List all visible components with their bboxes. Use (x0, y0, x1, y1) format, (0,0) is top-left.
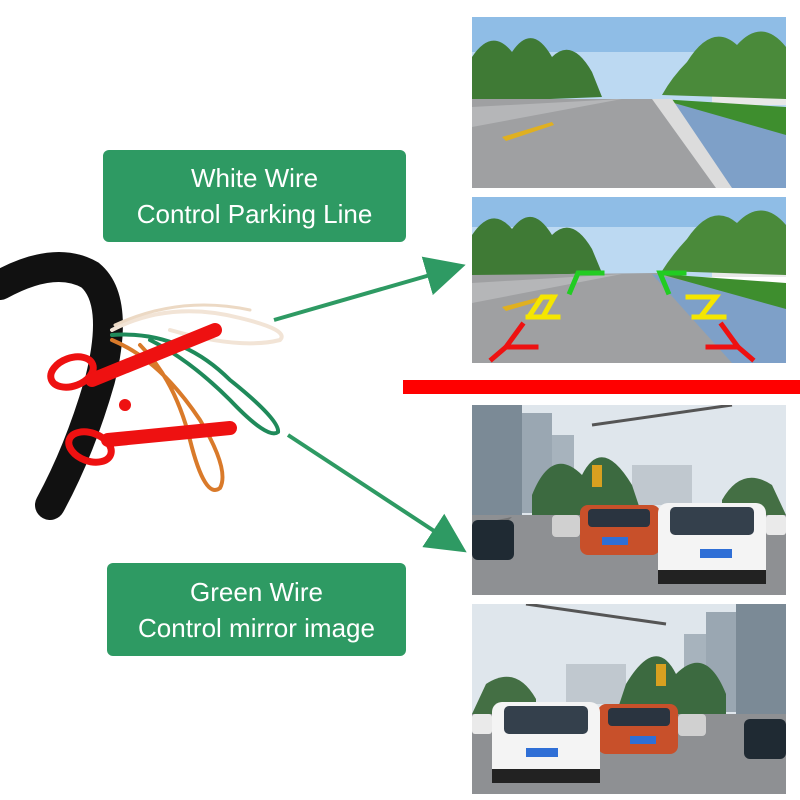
green-wire-function: Control mirror image (138, 612, 375, 643)
wire-bundle (110, 303, 284, 492)
white-wire-title: White Wire (190, 163, 319, 193)
white-wire-label: White Wire Control Parking Line (103, 150, 406, 242)
scissors-icon (47, 323, 237, 466)
arrow-to-parking-lines (273, 256, 466, 322)
traffic-photo-mirrored (472, 604, 786, 794)
traffic-photo-normal (472, 405, 786, 595)
divider-line (403, 380, 800, 394)
road-photo-with-parking-lines (472, 197, 786, 363)
camera-cable (0, 252, 123, 520)
green-wire (110, 332, 280, 436)
green-wire-title: Green Wire (190, 576, 323, 607)
orange-wire (110, 338, 225, 492)
road-photo-without-lines (472, 17, 786, 188)
arrow-to-mirror-image (286, 433, 467, 553)
white-wire (110, 309, 284, 346)
green-wire-label: Green Wire Control mirror image (107, 563, 406, 656)
white-wire-2 (113, 303, 252, 327)
white-wire-function: Control Parking Line (136, 199, 373, 229)
